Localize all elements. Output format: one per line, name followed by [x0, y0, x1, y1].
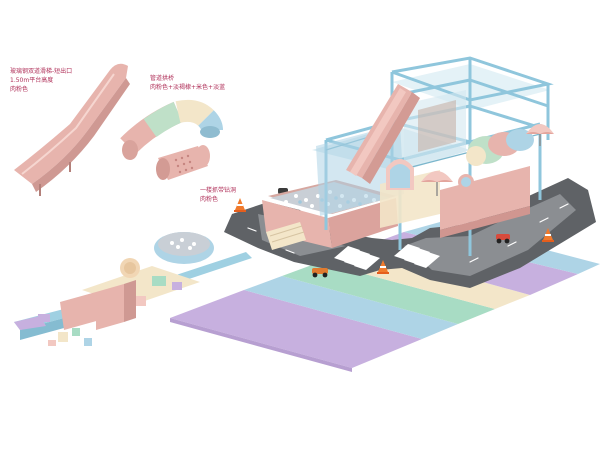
- slide-label-line3: 肉粉色: [10, 86, 29, 93]
- arched-window-panel: [386, 159, 474, 190]
- slide-label: 玻璃钢双道滑梯-短出口 1.50m平台高度 肉粉色: [10, 67, 72, 94]
- umbrellas: [421, 124, 554, 196]
- toddler-soft-play-zone: [14, 232, 252, 346]
- tube-label: 管道拱桥 肉粉色+淡褐棣+米色+淡蓝: [150, 74, 225, 92]
- barrel-label-line2: 肉粉色: [200, 196, 219, 203]
- arch-tube-component[interactable]: [120, 99, 223, 160]
- play-structure-frame: [312, 56, 554, 256]
- tube-label-line1: 管道拱桥: [150, 75, 175, 82]
- barrel-tunnel-component[interactable]: [156, 145, 210, 180]
- barrel-label: 一楼抓带钻洞 肉粉色: [200, 186, 236, 204]
- crosswalk-stripes: [334, 244, 440, 270]
- soft-toys: [38, 276, 182, 346]
- double-slide-structure: [346, 84, 420, 184]
- arch-tunnel-structure: [466, 129, 534, 166]
- slide-label-line1: 玻璃钢双道滑梯-短出口: [10, 68, 73, 75]
- fiberglass-slide-component[interactable]: [14, 63, 130, 196]
- tube-label-line2: 肉粉色+淡褐棣+米色+淡蓝: [150, 84, 226, 91]
- slide-label-line2: 1.50m平台高度: [10, 77, 54, 84]
- traffic-cones: [234, 198, 554, 274]
- barrel-label-line1: 一楼抓带钻洞: [200, 187, 237, 194]
